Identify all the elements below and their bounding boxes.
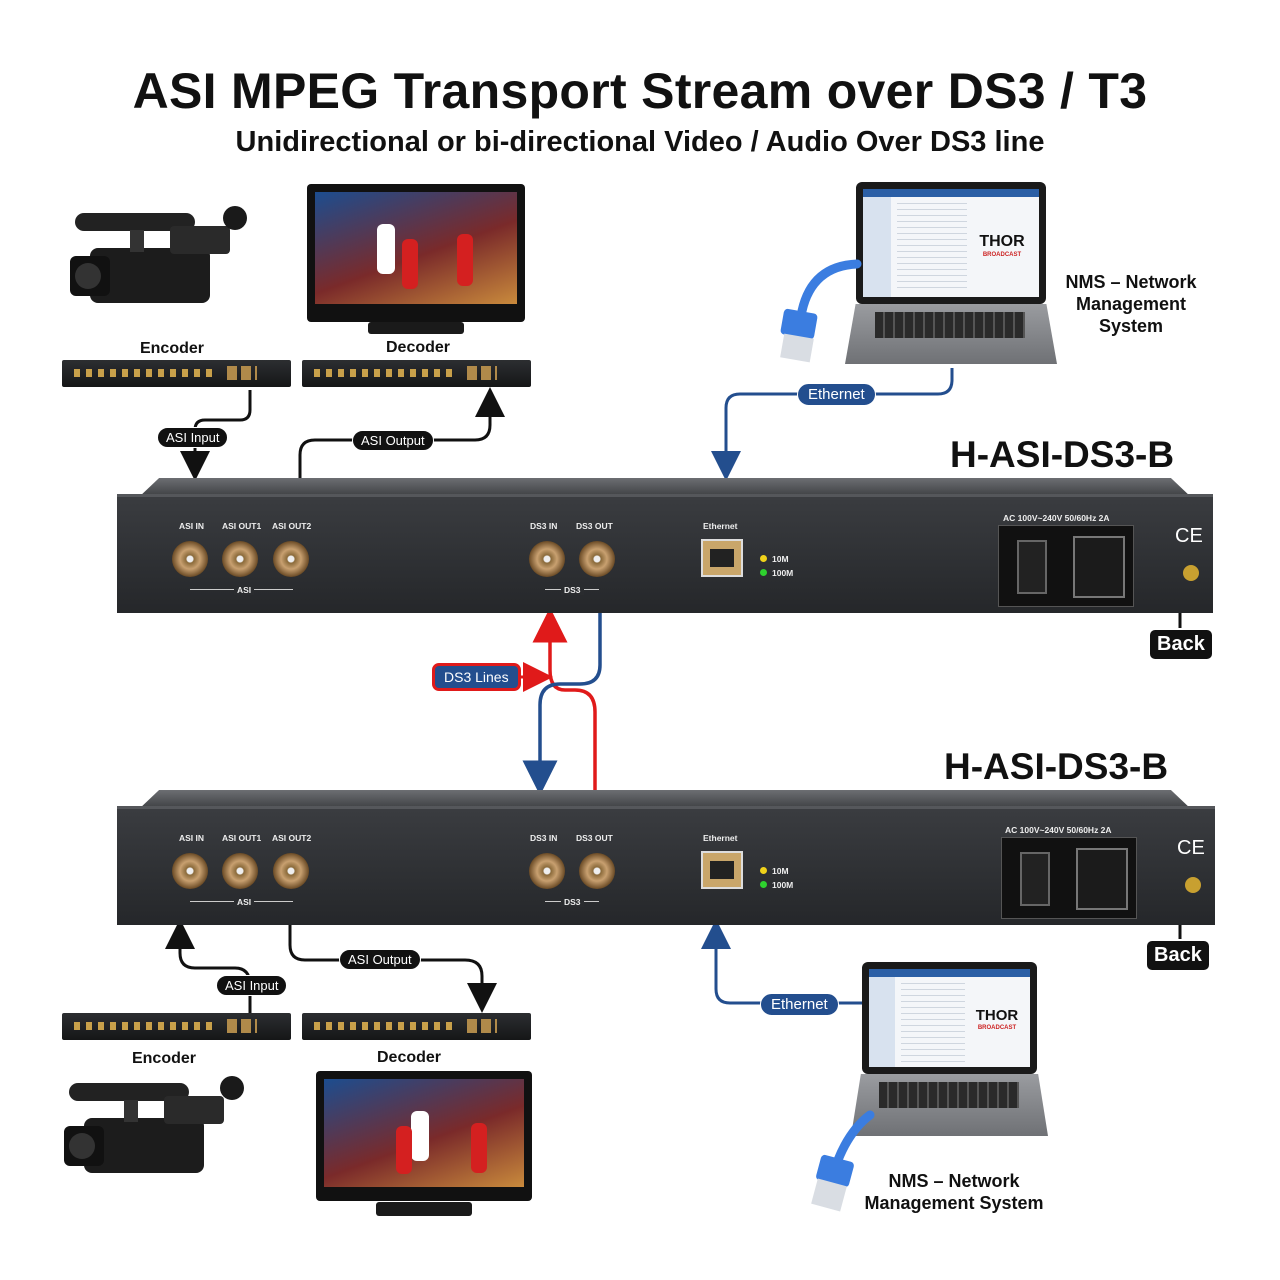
bottom-asi-input-line <box>165 919 252 1013</box>
bottom-encoder-label: Encoder <box>131 1050 196 1067</box>
top-nms-label: NMS – Network Management System <box>1065 272 1197 336</box>
ground-screw-icon <box>1185 877 1201 893</box>
bnc-connector-asi-out2[interactable] <box>273 853 309 889</box>
led-100m <box>760 569 767 576</box>
rj45-port[interactable] <box>701 539 743 577</box>
top-asi-output-pill: ASI Output <box>352 430 434 451</box>
top-laptop: THOR BROADCAST <box>856 182 1046 304</box>
ce-mark: CE <box>1177 837 1205 859</box>
top-model-label: H-ASI-DS3-B <box>950 434 1175 475</box>
page-subtitle: Unidirectional or bi-directional Video /… <box>235 126 1045 158</box>
bottom-nms-label: NMS – Network Management System <box>864 1171 1044 1213</box>
bnc-connector-ds3-out[interactable] <box>579 541 615 577</box>
bnc-connector-ds3-in[interactable] <box>529 853 565 889</box>
top-asi-input-line <box>180 390 252 481</box>
ds3-lines-pill: DS3 Lines <box>432 663 521 691</box>
bnc-connector-asi-in[interactable] <box>172 853 208 889</box>
top-back-label: Back <box>1148 628 1214 661</box>
bottom-model-label: H-ASI-DS3-B <box>944 746 1169 787</box>
tv-stand <box>368 322 464 334</box>
top-ethernet-cable-icon <box>780 259 862 363</box>
tv-monitor <box>307 184 525 322</box>
led-100m <box>760 881 767 888</box>
page-title: ASI MPEG Transport Stream over DS3 / T3 <box>132 63 1148 119</box>
top-encoder-unit <box>62 360 291 387</box>
top-thor-logo: THOR <box>979 233 1025 250</box>
video-camera-icon <box>70 206 247 303</box>
bottom-ethernet-pill: Ethernet <box>760 993 839 1016</box>
top-device-panel: ASI IN ASI OUT1 ASI OUT2 ASI DS3 IN DS3 … <box>117 494 1213 613</box>
power-inlet <box>1073 536 1125 598</box>
bottom-thor-logo: THOR <box>975 1007 1019 1024</box>
top-decoder-label: Decoder <box>385 339 451 356</box>
ds3-red-line <box>532 607 597 790</box>
tv-stand <box>376 1202 472 1216</box>
power-module <box>998 525 1134 607</box>
bottom-ethernet-line <box>701 919 862 1005</box>
bnc-connector-asi-out2[interactable] <box>273 541 309 577</box>
bnc-connector-asi-out1[interactable] <box>222 853 258 889</box>
bottom-encoder-unit <box>62 1013 291 1040</box>
led-10m <box>760 867 767 874</box>
bnc-connector-ds3-in[interactable] <box>529 541 565 577</box>
tv-monitor <box>316 1071 532 1201</box>
video-camera-icon <box>64 1076 244 1173</box>
bottom-asi-output-pill: ASI Output <box>339 949 421 970</box>
top-decoder-unit <box>302 360 531 387</box>
bnc-connector-ds3-out[interactable] <box>579 853 615 889</box>
bottom-decoder-label: Decoder <box>376 1049 442 1066</box>
bottom-device-panel: ASI IN ASI OUT1 ASI OUT2 ASI DS3 IN DS3 … <box>117 806 1215 925</box>
top-ethernet-pill: Ethernet <box>797 383 876 406</box>
power-switch[interactable] <box>1017 540 1047 594</box>
led-10m <box>760 555 767 562</box>
power-module <box>1001 837 1137 919</box>
top-laptop-keyboard <box>845 304 1057 364</box>
bottom-back-label: Back <box>1145 939 1211 972</box>
bottom-ethernet-cable-icon <box>811 1110 875 1212</box>
ce-mark: CE <box>1175 525 1203 547</box>
bottom-laptop-keyboard <box>851 1074 1048 1136</box>
power-switch[interactable] <box>1020 852 1050 906</box>
ground-screw-icon <box>1183 565 1199 581</box>
bottom-laptop: THOR BROADCAST <box>862 962 1037 1074</box>
rj45-port[interactable] <box>701 851 743 889</box>
bottom-decoder-unit <box>302 1013 531 1040</box>
top-asi-input-pill: ASI Input <box>157 427 229 448</box>
ds3-blue-line <box>522 612 602 796</box>
power-inlet <box>1076 848 1128 910</box>
bnc-connector-asi-out1[interactable] <box>222 541 258 577</box>
bottom-asi-input-pill: ASI Input <box>216 975 288 996</box>
bnc-connector-asi-in[interactable] <box>172 541 208 577</box>
top-encoder-label: Encoder <box>139 340 204 357</box>
